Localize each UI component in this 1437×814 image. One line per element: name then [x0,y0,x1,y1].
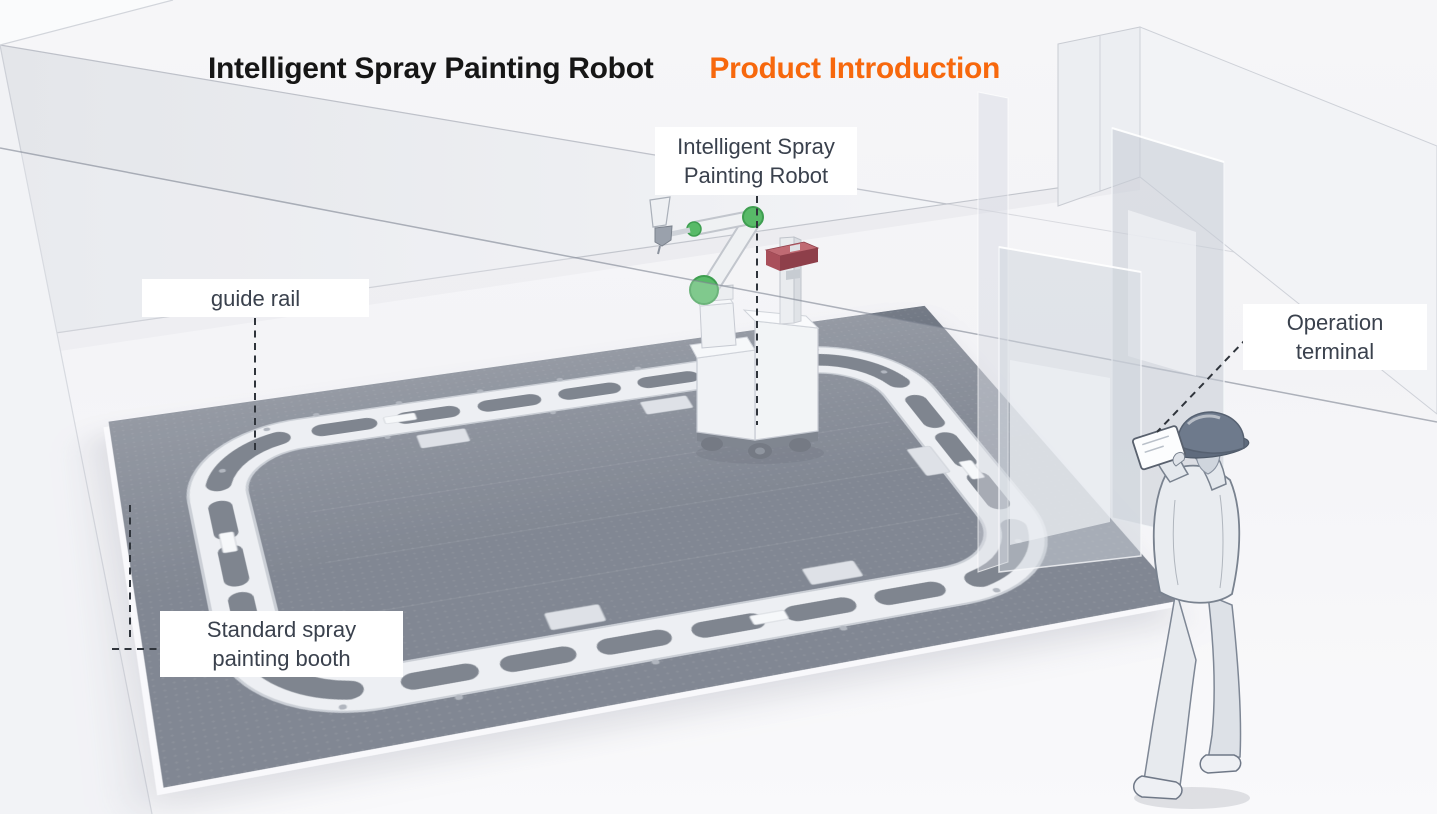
callout-label-booth-line2: painting booth [212,646,351,671]
worker [1132,411,1250,809]
callout-label-terminal: Operation terminal [1243,304,1427,370]
robot-arm [686,206,764,349]
robot-shoulder-joint [742,206,764,228]
spray-gun [649,196,691,255]
callout-line-booth [112,505,158,650]
robot-cart [689,309,820,459]
worker-hand [1172,451,1185,467]
section-title: Product Introduction [709,52,1001,85]
callout-label-booth: Standard spray painting booth [160,611,403,677]
operation-terminal-device [1132,425,1186,471]
callout-label-terminal-line1: Operation [1286,310,1384,335]
booth-ceiling-edge [0,0,174,46]
worker-legs [1133,589,1242,800]
callout-label-robot-line2: Painting Robot [683,163,829,188]
callout-label-robot: Intelligent Spray Painting Robot [655,127,857,195]
callout-label-terminal-line2: terminal [1295,339,1375,364]
callout-label-booth-line1: Standard spray [206,617,357,642]
spray-painting-robot [649,196,824,464]
booth-left-wall [0,44,153,814]
callout-label-robot-line1: Intelligent Spray [677,134,835,159]
callout-line-terminal [1156,337,1248,433]
callout-label-guide-rail: guide rail [142,279,369,317]
callout-label-guide-rail-line1: guide rail [210,285,301,311]
robot-sensor-head [764,241,820,271]
product-name-title: Intelligent Spray Painting Robot [208,52,654,85]
worker-torso [1152,464,1241,604]
hard-hat [1172,411,1250,459]
page-title: Intelligent Spray Painting Robot Product… [208,52,1000,86]
